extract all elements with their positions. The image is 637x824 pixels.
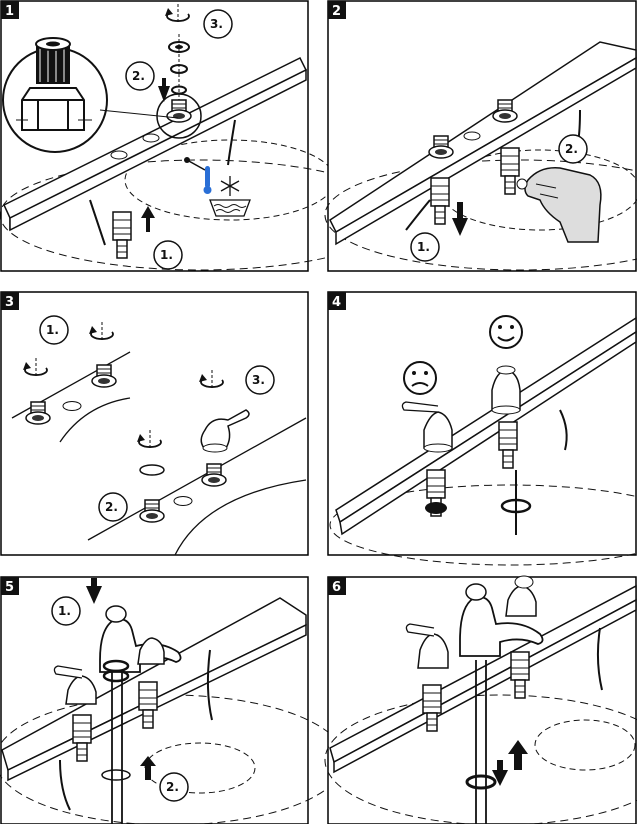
down-arrow-icon <box>86 578 102 604</box>
callout-3: 3. <box>203 9 233 39</box>
hand-icon <box>524 167 602 243</box>
deck-hole <box>463 131 481 141</box>
basin-outline <box>329 484 637 566</box>
handle-part <box>137 637 165 665</box>
panel-3-number: 3 <box>5 295 14 310</box>
up-arrow-icon <box>508 740 528 770</box>
panel-2-number-badge <box>328 1 346 19</box>
magnifier-detail-icon <box>2 37 202 153</box>
handle-part <box>491 365 521 415</box>
clamp-ring <box>500 498 532 514</box>
deck-hole <box>173 496 193 506</box>
handle-part <box>405 623 449 669</box>
clamp-ring <box>465 774 497 790</box>
down-arrow-icon <box>158 78 170 102</box>
basin-outline <box>324 159 637 271</box>
spout-part <box>459 583 544 657</box>
deck-hole <box>62 401 82 411</box>
callout-1: 1. <box>410 232 440 262</box>
callout-3: 3. <box>245 365 275 395</box>
snowflake-icon <box>220 176 240 196</box>
svg-text:2.: 2. <box>105 500 118 514</box>
deck-plate <box>329 41 637 234</box>
happy-face-icon <box>489 315 523 349</box>
flange-part <box>139 464 165 476</box>
callout-2: 2. <box>159 772 189 802</box>
panel-4-number: 4 <box>332 295 341 310</box>
svg-text:1.: 1. <box>160 248 173 262</box>
handle-part <box>53 665 97 705</box>
panel-4-number-badge <box>328 292 346 310</box>
panel-5-number-badge <box>1 577 19 595</box>
panel-6-number-badge <box>328 577 346 595</box>
handle-part <box>505 575 537 617</box>
panel-6: 6 <box>324 575 637 824</box>
thermometer-icon <box>203 166 212 194</box>
callout-1: 1. <box>39 315 69 345</box>
basin-outline <box>324 694 637 824</box>
svg-text:1.: 1. <box>58 604 71 618</box>
handle-part <box>401 401 453 453</box>
callout-2: 2. <box>98 492 128 522</box>
panel-5-number: 5 <box>5 580 14 595</box>
panel-2-number: 2 <box>332 4 341 19</box>
svg-text:1.: 1. <box>46 323 59 337</box>
svg-text:2.: 2. <box>166 780 179 794</box>
callout-1: 1. <box>153 240 183 270</box>
water-icon <box>209 199 251 217</box>
panel-1: 1 <box>0 0 401 272</box>
handle-part <box>200 409 250 453</box>
deck-hole <box>142 133 160 143</box>
panel-1-number: 1 <box>5 4 14 19</box>
panel-3-number-badge <box>1 292 19 310</box>
callout-1: 1. <box>51 596 81 626</box>
panel-5: 5 1. <box>0 576 346 824</box>
panel-6-number: 6 <box>332 580 341 595</box>
panel-2: 2 1. 2. <box>324 0 637 272</box>
panel-3: 3 1. 2. 3. <box>0 291 309 556</box>
clamp-ring <box>102 669 130 683</box>
panel-4: 4 <box>327 291 637 566</box>
svg-text:3.: 3. <box>210 17 223 31</box>
callout-2: 2. <box>558 134 588 164</box>
svg-text:2.: 2. <box>565 142 578 156</box>
up-arrow-icon <box>141 206 155 232</box>
clamp-ring <box>101 769 131 781</box>
callout-2: 2. <box>125 61 155 91</box>
deck-hole <box>110 150 128 160</box>
down-arrow-icon <box>452 202 468 236</box>
down-arrow-icon <box>492 760 508 786</box>
svg-text:3.: 3. <box>252 373 265 387</box>
panel-1-number-badge <box>1 1 19 19</box>
sad-face-icon <box>403 361 437 395</box>
svg-text:1.: 1. <box>417 240 430 254</box>
svg-text:2.: 2. <box>132 69 145 83</box>
up-arrow-icon <box>140 756 156 780</box>
clamp-ring <box>425 502 447 514</box>
